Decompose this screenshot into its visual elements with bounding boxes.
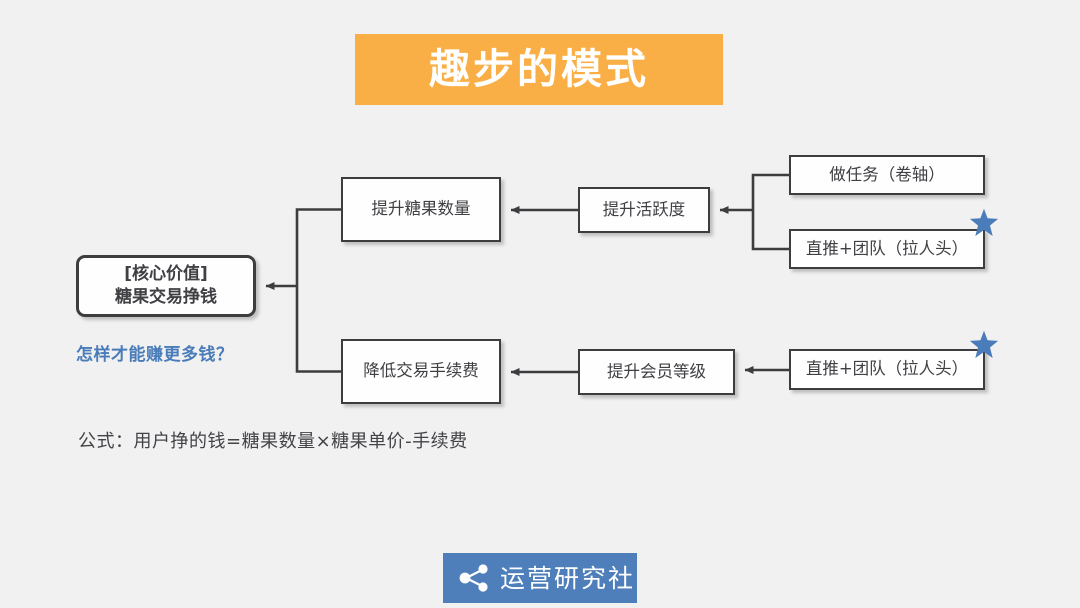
node-referral-bottom: 直推+团队（拉人头） <box>789 349 985 390</box>
node-task: 做任务（卷轴） <box>789 155 985 195</box>
share-icon <box>459 564 488 592</box>
question-text: 怎样才能赚更多钱？ <box>76 345 234 365</box>
footer-brand-badge: 运营研究社 <box>443 553 637 603</box>
node-core-value-line2: 糖果交易挣钱 <box>115 287 217 307</box>
node-candy-amount: 提升糖果数量 <box>341 177 501 242</box>
node-lower-fee-label: 降低交易手续费 <box>363 361 479 381</box>
node-referral-bottom-label: 直推+团队（拉人头） <box>805 359 969 379</box>
node-candy-amount-label: 提升糖果数量 <box>371 199 471 219</box>
node-activity: 提升活跃度 <box>578 187 710 233</box>
node-referral-top-label: 直推+团队（拉人头） <box>805 238 969 258</box>
node-task-label: 做任务（卷轴） <box>829 164 945 184</box>
node-member-level-label: 提升会员等级 <box>607 361 706 381</box>
title-banner: 趣步的模式 <box>355 34 723 105</box>
star-icon <box>969 330 999 358</box>
node-referral-top: 直推+团队（拉人头） <box>789 229 985 269</box>
node-core-value-label: [核心价值] 糖果交易挣钱 <box>115 263 217 309</box>
node-core-value-line1: [核心价值] <box>124 264 208 285</box>
formula-text: 公式：用户挣的钱=糖果数量×糖果单价-手续费 <box>78 431 468 452</box>
node-lower-fee: 降低交易手续费 <box>341 339 501 404</box>
node-core-value: [核心价值] 糖果交易挣钱 <box>76 255 256 317</box>
page-title: 趣步的模式 <box>429 45 649 93</box>
node-member-level: 提升会员等级 <box>578 349 735 395</box>
star-icon <box>969 208 999 236</box>
node-activity-label: 提升活跃度 <box>602 199 686 219</box>
brand-name: 运营研究社 <box>500 563 636 593</box>
